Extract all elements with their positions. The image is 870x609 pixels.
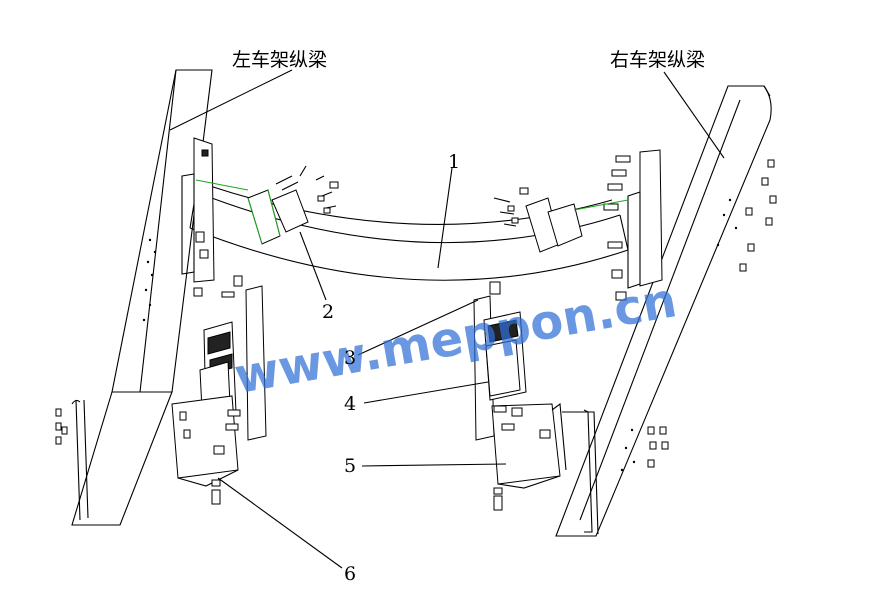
label-part-4: 4 — [344, 393, 356, 415]
left-bracket — [247, 165, 339, 245]
label-part-5: 5 — [344, 455, 356, 477]
label-left-rail: 左车架纵梁 — [232, 49, 327, 71]
label-part-3: 3 — [344, 347, 356, 369]
left-mount-assembly — [171, 275, 267, 505]
left-mount-plate — [181, 137, 249, 297]
label-part-2: 2 — [322, 301, 334, 323]
label-part-6: 6 — [344, 563, 356, 585]
right-bracket — [493, 187, 629, 253]
right-mount-plate — [603, 149, 663, 301]
leader-lines — [169, 69, 725, 569]
label-right-rail: 右车架纵梁 — [610, 49, 705, 71]
right-mount-assembly — [473, 281, 567, 511]
right-frame-rail — [555, 85, 777, 537]
left-frame-rail — [55, 69, 213, 526]
label-part-1: 1 — [448, 151, 460, 173]
